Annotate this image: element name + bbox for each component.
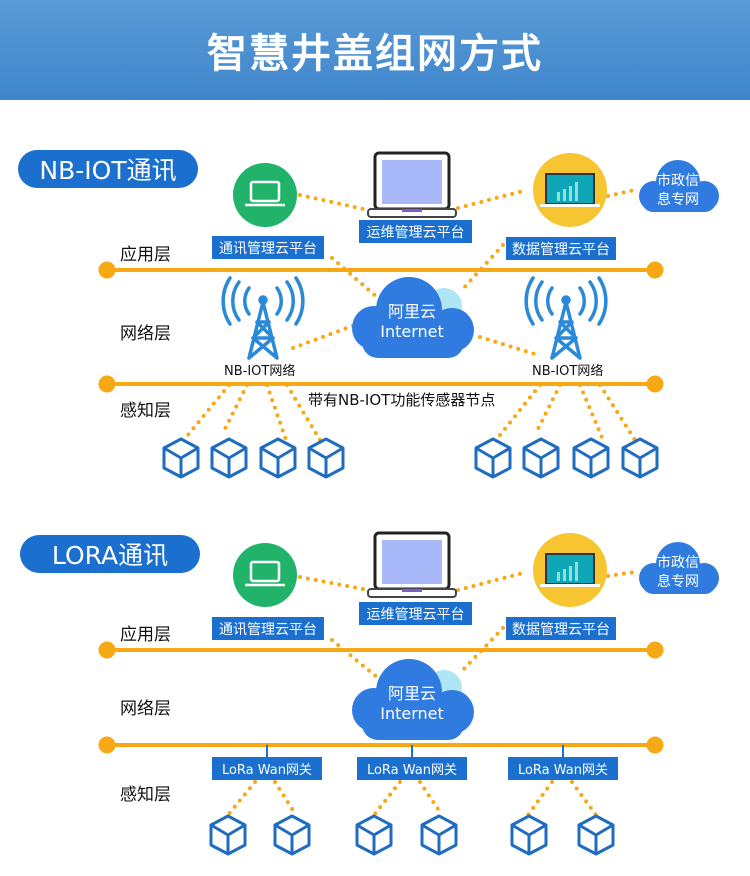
layer-lines [98,261,664,754]
comm-platform-icon [233,163,297,227]
section-pill-nbiot: NB-IOT通讯 [18,150,198,188]
gateway-label: LoRa Wan网关 [357,757,467,780]
comm-platform-label: 通讯管理云平台 [212,617,324,640]
cloud-line-1: 阿里云 [387,302,436,321]
gateway-label: LoRa Wan网关 [212,757,322,780]
laptop-icon [366,151,458,219]
layer-net: 网络层 [120,324,171,344]
page-title: 智慧井盖组网方式 [207,31,543,77]
header-banner: 智慧井盖组网方式 [0,0,750,100]
city-network-label: 市政信息专网 [646,554,710,592]
sensor-cubes [162,437,659,856]
tower-label: NB-IOT网络 [532,364,604,379]
sensor-cube-icon [210,437,248,479]
data-platform-label: 数据管理云平台 [506,617,616,640]
ops-platform-label: 运维管理云平台 [359,220,472,243]
sensor-cube-icon [355,814,393,856]
cloud-line-2: Internet [380,704,444,723]
sensor-cube-icon [621,437,659,479]
sensor-cube-icon [162,437,200,479]
laptop-icon [366,531,458,599]
comm-platform-label: 通讯管理云平台 [212,236,324,259]
sensor-cube-icon [522,437,560,479]
comm-platform-icon [233,543,297,607]
sensor-cube-icon [420,814,458,856]
city-line-1: 市政信 [657,173,699,189]
city-line-1: 市政信 [657,555,699,571]
city-network-label: 市政信息专网 [646,172,710,210]
layer-sense: 感知层 [120,785,171,805]
layer-net: 网络层 [120,699,171,719]
data-platform-label: 数据管理云平台 [506,237,616,260]
cloud-line-2: Internet [380,322,444,341]
sensor-cube-icon [273,814,311,856]
sensor-cube-icon [474,437,512,479]
cloud-line-1: 阿里云 [387,684,436,703]
tower-icon [221,276,305,360]
section-pill-lora: LORA通讯 [20,535,200,573]
sensor-label: 带有NB-IOT功能传感器节点 [308,391,496,409]
layer-app: 应用层 [120,245,171,265]
layer-sense: 感知层 [120,401,171,421]
sensor-cube-icon [259,437,297,479]
ops-platform-label: 运维管理云平台 [359,602,472,625]
sensor-cube-icon [577,814,615,856]
sensor-cube-icon [307,437,345,479]
sensor-cube-icon [572,437,610,479]
layer-app: 应用层 [120,625,171,645]
tower-icon [524,276,608,360]
tower-label: NB-IOT网络 [224,364,296,379]
sensor-cube-icon [510,814,548,856]
city-line-2: 息专网 [657,574,699,590]
gateway-label: LoRa Wan网关 [508,757,618,780]
sensor-cube-icon [209,814,247,856]
city-line-2: 息专网 [657,192,699,208]
